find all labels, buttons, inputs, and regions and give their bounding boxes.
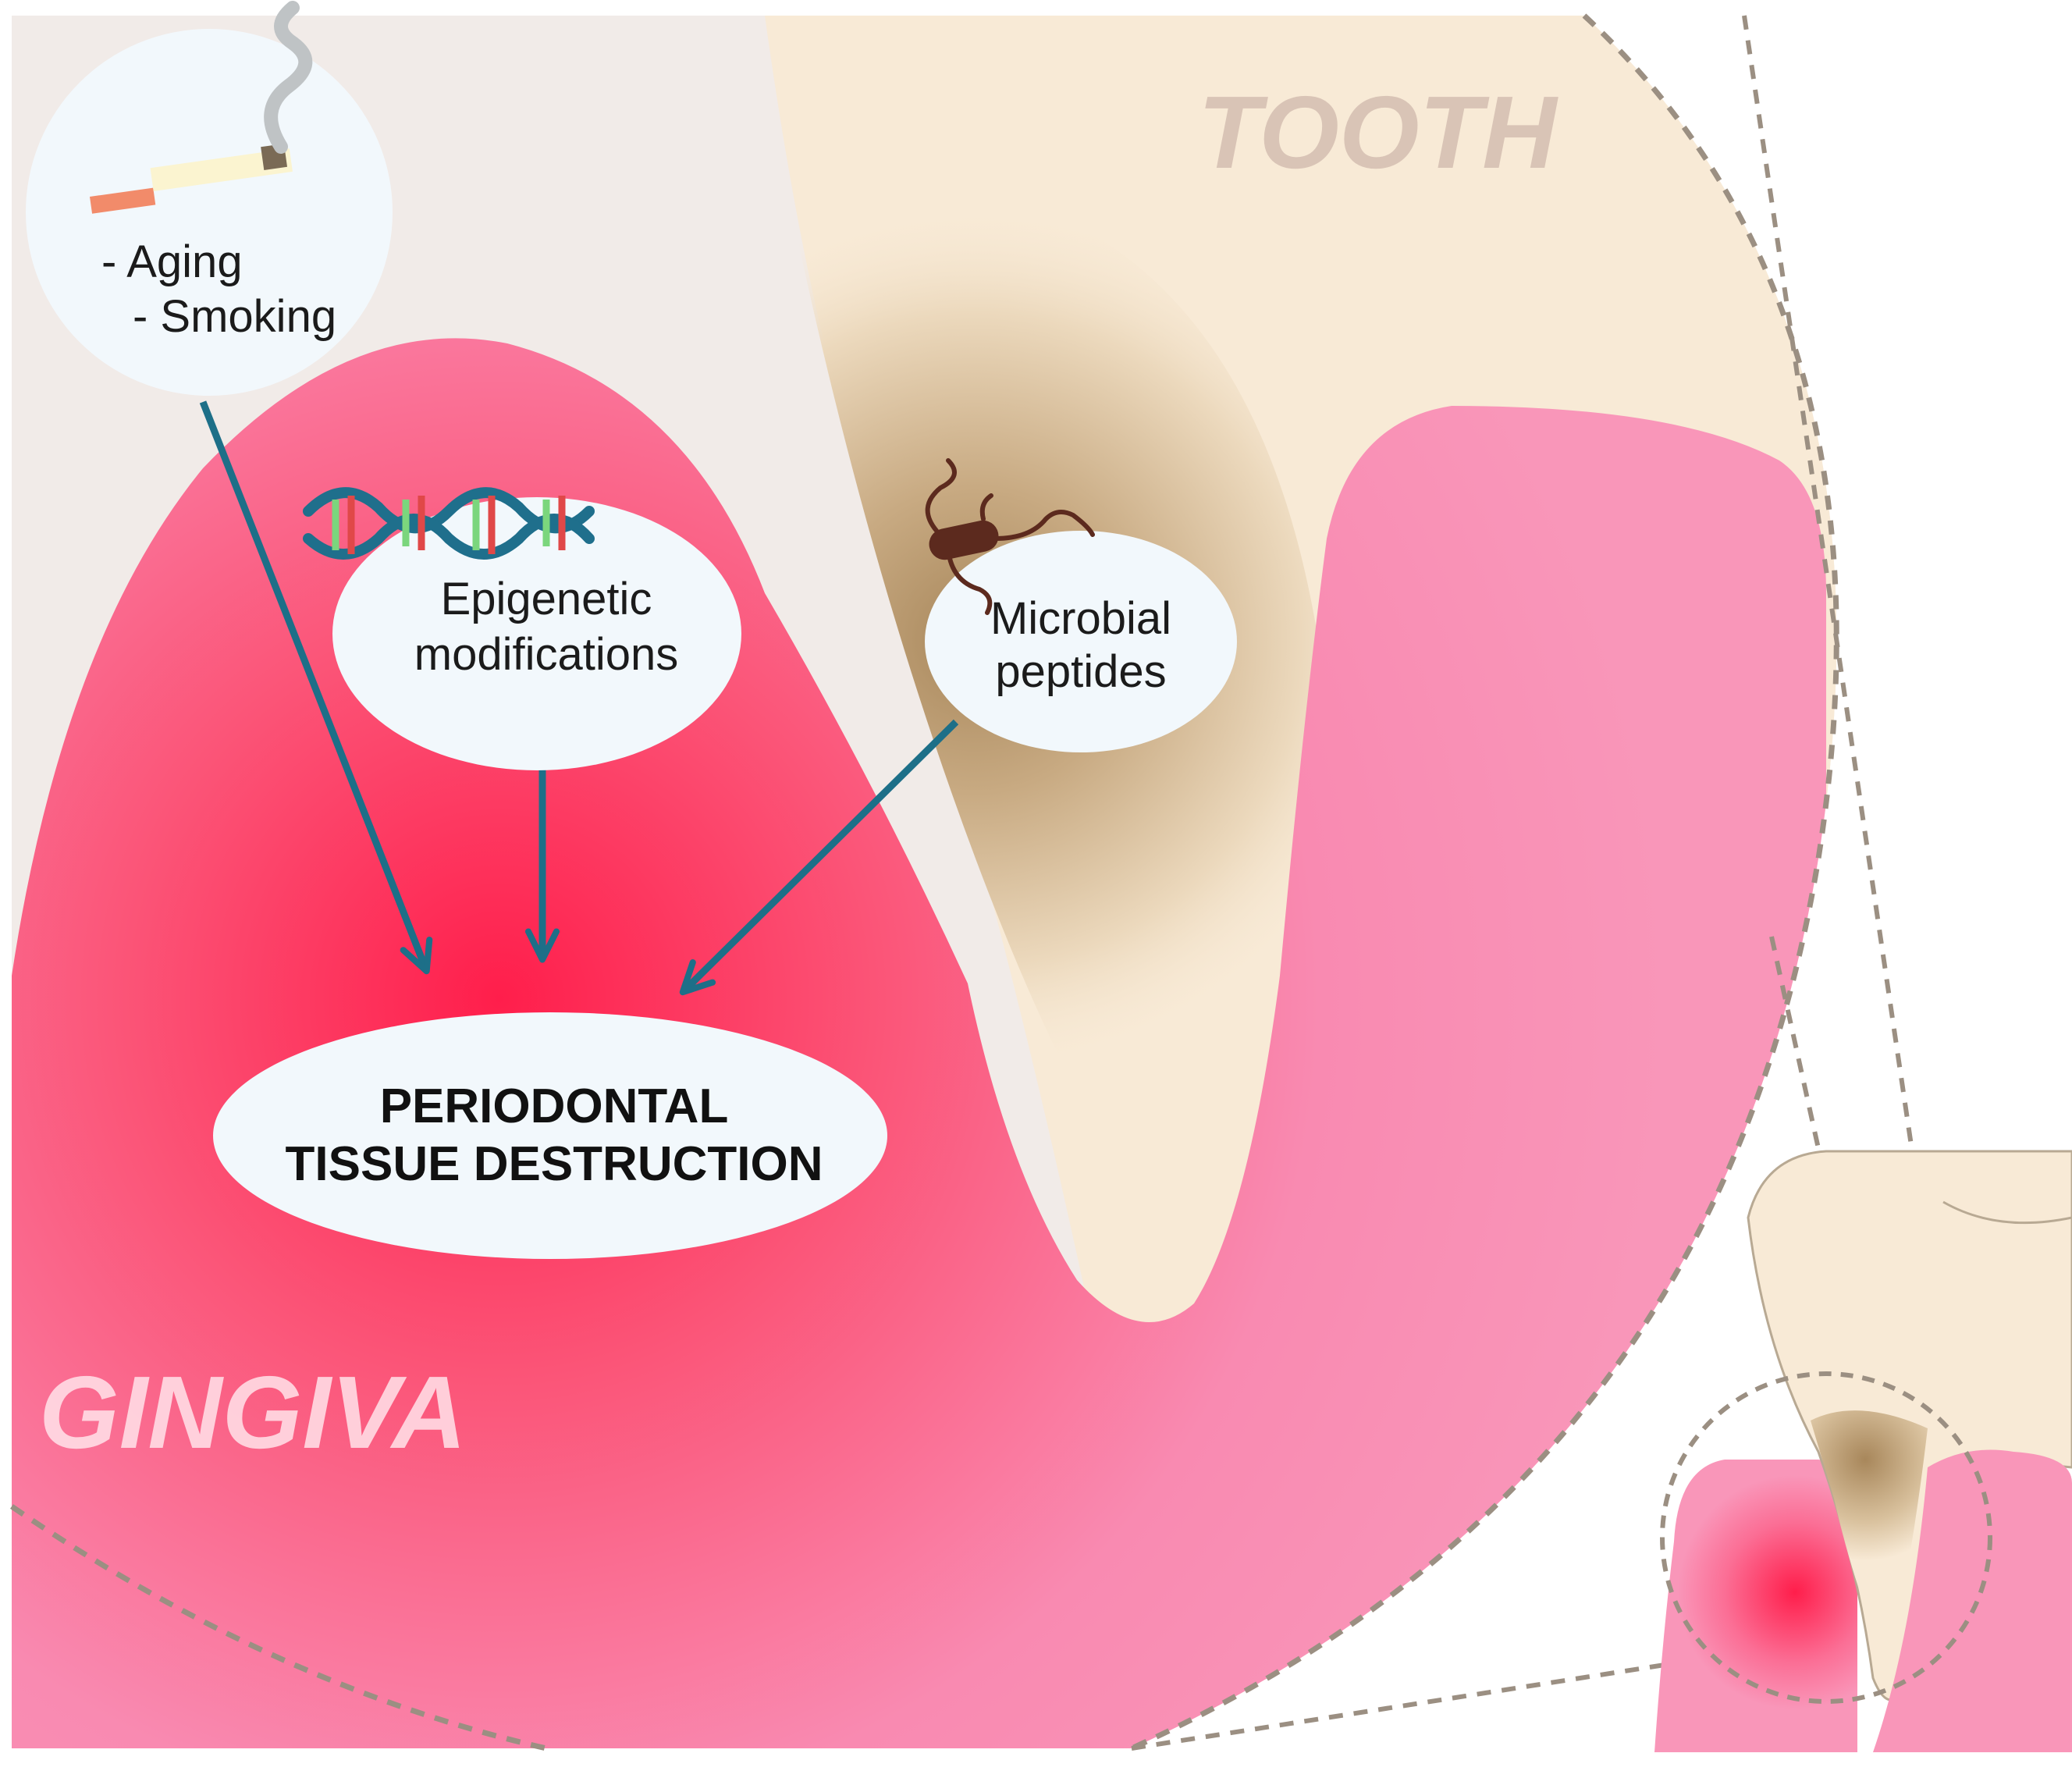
- overview-inset: [1654, 1150, 2072, 1752]
- inset-gingiva: [1654, 1460, 1857, 1752]
- epigenetic-line2: modifications: [414, 629, 678, 680]
- risk-factor-aging: - Aging: [101, 236, 243, 287]
- epigenetic-bubble: Epigenetic modifications: [303, 487, 741, 770]
- arrow-risk-to-destruction: [199, 400, 433, 975]
- inset-zoom-circle: [1660, 1371, 1992, 1704]
- epigenetic-line1: Epigenetic: [441, 574, 652, 624]
- outcome-line2: TISSUE DESTRUCTION: [286, 1137, 823, 1191]
- inset-gingiva-right: [1873, 1449, 2072, 1752]
- risk-factors-bubble: - Aging - Smoking: [26, 1, 393, 396]
- dna-icon: [303, 487, 595, 560]
- outcome-line1: PERIODONTAL: [380, 1079, 729, 1133]
- magnified-outline-bottom: [10, 1504, 547, 1751]
- magnified-view: TOOTH GINGIVA: [10, 13, 1839, 1751]
- bacterium-icon: [925, 458, 1095, 615]
- microbial-bubble: Microbial peptides: [925, 458, 1237, 752]
- gingiva-label: GINGIVA: [39, 1355, 467, 1470]
- tooth-label: TOOTH: [1198, 75, 1558, 190]
- zoom-connectors: [1131, 15, 1961, 1751]
- causal-arrows: [199, 400, 959, 996]
- microbial-line2: peptides: [995, 646, 1166, 697]
- risk-factor-smoking: - Smoking: [133, 291, 336, 342]
- inset-plaque: [1811, 1410, 1928, 1662]
- arrow-microbial-to-destruction: [679, 719, 959, 996]
- inset-tooth-detail: [1942, 1200, 2072, 1225]
- outcome-ellipse: PERIODONTAL TISSUE DESTRUCTION: [213, 1012, 887, 1259]
- smoke-icon: [264, 1, 313, 154]
- microbial-line1: Microbial: [990, 593, 1171, 644]
- magnified-outline: [1130, 13, 1839, 1751]
